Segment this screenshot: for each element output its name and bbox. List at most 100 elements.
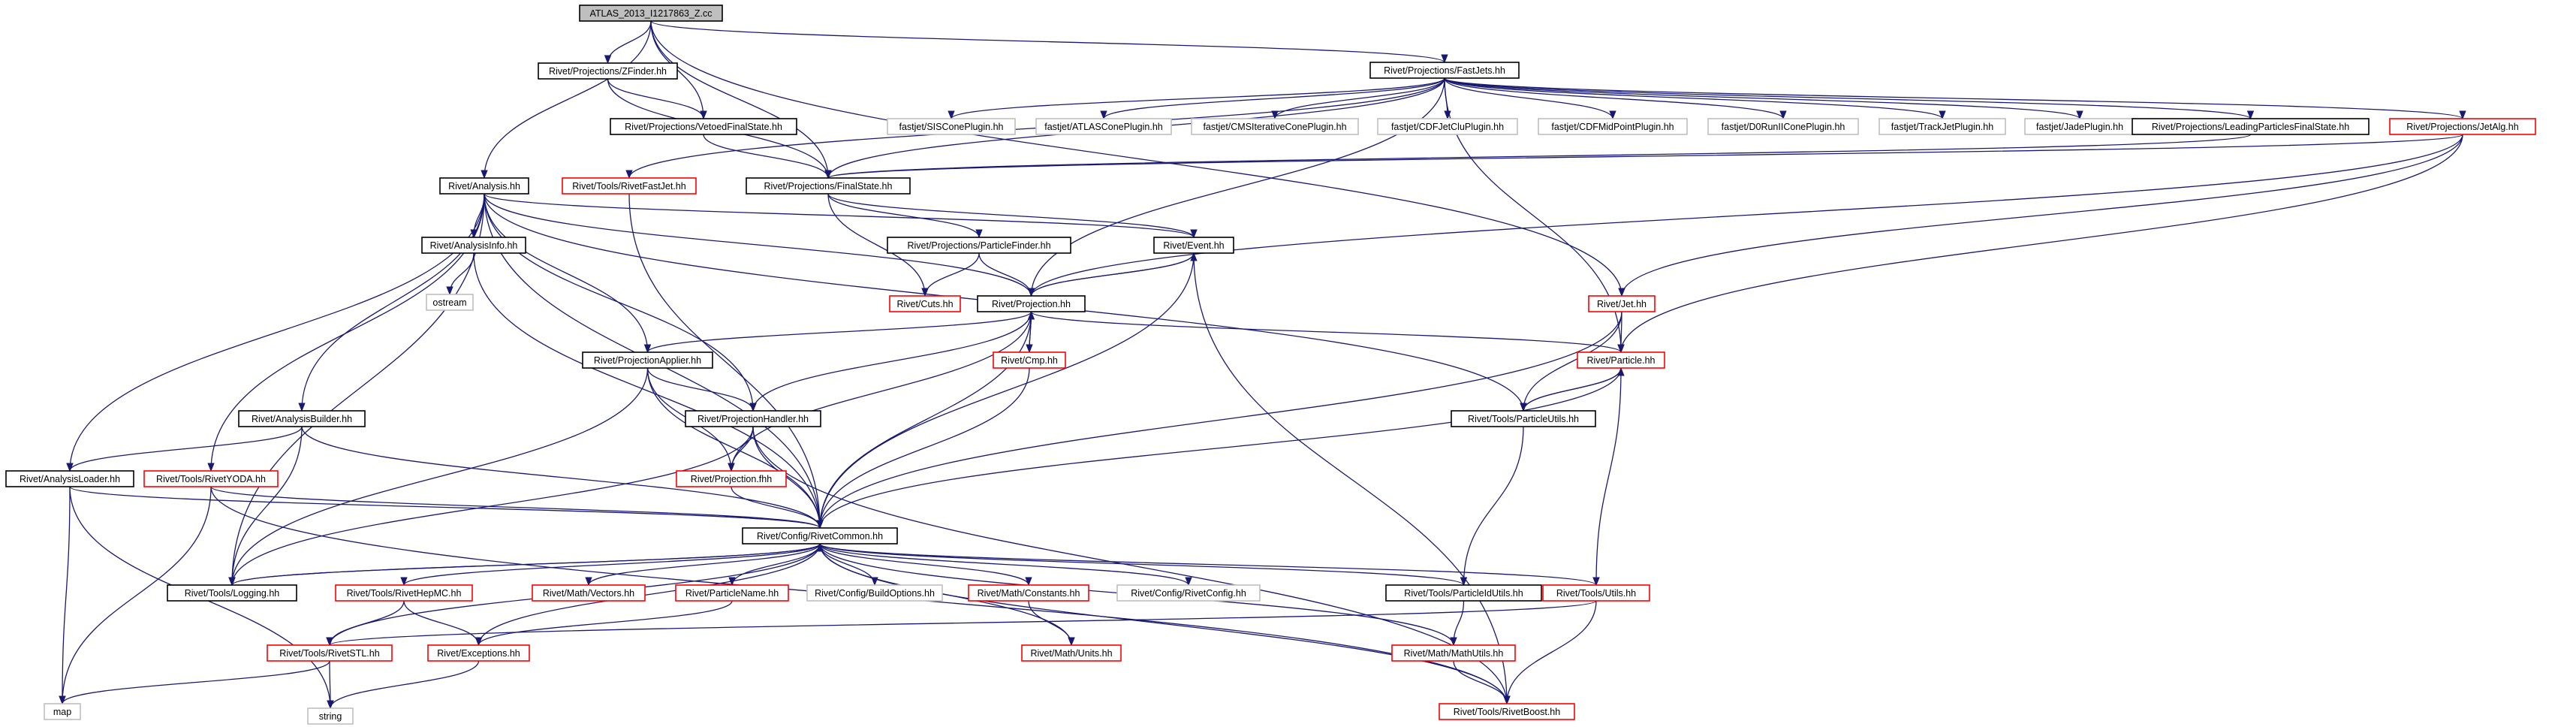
edge-leadingfs-to-finalstate xyxy=(825,134,2252,179)
node-leadingfs[interactable]: Rivet/Projections/LeadingParticlesFinalS… xyxy=(2132,118,2370,135)
node-fastjets[interactable]: Rivet/Projections/FastJets.hh xyxy=(1369,62,1520,79)
node-rivetconfig[interactable]: Rivet/Config/RivetConfig.hh xyxy=(1116,584,1261,602)
node-label: fastjet/D0RunIIConePlugin.hh xyxy=(1722,122,1845,132)
node-ostream[interactable]: ostream xyxy=(426,294,474,311)
node-constants[interactable]: Rivet/Math/Constants.hh xyxy=(968,584,1089,602)
edge-projection-to-particle xyxy=(1030,311,1625,354)
node-rivetfastjet[interactable]: Rivet/Tools/RivetFastJet.hh xyxy=(562,177,697,195)
edge-projection-to-projectionfhh xyxy=(728,311,1032,472)
edge-rivetcommon-to-rivetboost xyxy=(819,543,1511,705)
node-map[interactable]: map xyxy=(44,703,81,720)
node-particlefinder[interactable]: Rivet/Projections/ParticleFinder.hh xyxy=(887,237,1071,254)
node-vectors[interactable]: Rivet/Math/Vectors.hh xyxy=(532,584,646,602)
edge-particlename-to-exceptions xyxy=(475,600,733,647)
node-label: Rivet/Tools/ParticleIdUtils.hh xyxy=(1404,588,1523,599)
node-projapplier[interactable]: Rivet/ProjectionApplier.hh xyxy=(582,351,713,369)
edge-rivetcommon-to-toolsutils xyxy=(819,543,1600,587)
node-siscone[interactable]: fastjet/SISConePlugin.hh xyxy=(887,118,1016,135)
node-label: Rivet/AnalysisBuilder.hh xyxy=(252,414,352,424)
edge-particle-to-rivetcommon xyxy=(816,367,1622,529)
edge-projection-to-rivetcommon xyxy=(816,311,1032,529)
edge-toolsutils-to-rivetboost xyxy=(1503,600,1597,705)
edge-root-to-analysis xyxy=(481,20,652,179)
node-layer: ATLAS_2013_I1217863_Z.ccRivet/Projection… xyxy=(5,5,2536,725)
node-cmp[interactable]: Rivet/Cmp.hh xyxy=(993,351,1066,369)
node-label: Rivet/Tools/RivetFastJet.hh xyxy=(572,181,685,192)
node-analysis[interactable]: Rivet/Analysis.hh xyxy=(439,177,529,195)
edge-event-to-rivetcommon xyxy=(816,252,1195,529)
edge-jet-to-particleutils xyxy=(1520,311,1622,412)
edge-fastjets-to-atlascone xyxy=(1100,77,1445,120)
edge-rivetcommon-to-exceptions xyxy=(475,543,821,647)
node-exceptions[interactable]: Rivet/Exceptions.hh xyxy=(427,644,530,662)
node-label: Rivet/Projections/FinalState.hh xyxy=(764,181,893,192)
node-label: Rivet/Tools/Utils.hh xyxy=(1556,588,1636,599)
edge-root-to-finalstate xyxy=(650,20,832,179)
edge-jetalg-to-finalstate xyxy=(825,134,2463,179)
node-string[interactable]: string xyxy=(307,707,354,725)
node-logging[interactable]: Rivet/Tools/Logging.hh xyxy=(167,584,297,602)
node-box xyxy=(887,118,1016,135)
node-box xyxy=(887,237,1071,254)
node-jade[interactable]: fastjet/JadePlugin.hh xyxy=(2024,118,2135,135)
edge-analysisinfo-to-rivetcommon xyxy=(473,252,824,529)
node-finalstate[interactable]: Rivet/Projections/FinalState.hh xyxy=(746,177,911,195)
node-label: fastjet/TrackJetPlugin.hh xyxy=(1891,122,1993,132)
node-particle[interactable]: Rivet/Particle.hh xyxy=(1577,351,1665,369)
edge-logging-to-rivetcommon xyxy=(231,542,824,586)
node-particleutils[interactable]: Rivet/Tools/ParticleUtils.hh xyxy=(1451,410,1596,427)
node-label: Rivet/Jet.hh xyxy=(1597,299,1647,309)
node-box xyxy=(610,118,797,135)
edge-particleutils-to-particleidutils xyxy=(1460,426,1524,587)
node-box xyxy=(582,351,713,369)
node-projectionfhh[interactable]: Rivet/Projection.fhh xyxy=(676,470,787,487)
node-jetalg[interactable]: Rivet/Projections/JetAlg.hh xyxy=(2389,118,2536,135)
node-toolsutils[interactable]: Rivet/Tools/Utils.hh xyxy=(1542,584,1650,602)
edge-fastjets-to-siscone xyxy=(948,77,1445,120)
node-box xyxy=(335,584,473,602)
edge-analysis-to-event xyxy=(484,193,1198,239)
node-label: Rivet/Math/Constants.hh xyxy=(978,588,1080,599)
node-vetoedfs[interactable]: Rivet/Projections/VetoedFinalState.hh xyxy=(610,118,797,135)
node-label: Rivet/Projections/JetAlg.hh xyxy=(2406,122,2518,132)
node-trackjet[interactable]: fastjet/TrackJetPlugin.hh xyxy=(1879,118,2006,135)
edge-finalstate-to-event xyxy=(827,193,1198,239)
edge-jetalg-to-projection xyxy=(1028,134,2463,297)
node-atlascone[interactable]: fastjet/ATLASConePlugin.hh xyxy=(1035,118,1172,135)
node-label: Rivet/Projections/VetoedFinalState.hh xyxy=(625,122,782,132)
node-analysisinfo[interactable]: Rivet/AnalysisInfo.hh xyxy=(421,237,526,254)
node-rivetyoda[interactable]: Rivet/Tools/RivetYODA.hh xyxy=(143,470,279,487)
node-cuts[interactable]: Rivet/Cuts.hh xyxy=(889,295,961,312)
node-rivetstl[interactable]: Rivet/Tools/RivetSTL.hh xyxy=(267,644,393,662)
node-label: fastjet/CDFMidPointPlugin.hh xyxy=(1551,122,1674,132)
node-units[interactable]: Rivet/Math/Units.hh xyxy=(1021,644,1122,662)
node-mathutils[interactable]: Rivet/Math/MathUtils.hh xyxy=(1391,644,1516,662)
node-buildoptions[interactable]: Rivet/Config/BuildOptions.hh xyxy=(806,584,943,602)
node-d0run[interactable]: fastjet/D0RunIIConePlugin.hh xyxy=(1707,118,1859,135)
node-cdfjetclu[interactable]: fastjet/CDFJetCluPlugin.hh xyxy=(1377,118,1518,135)
node-analysisbuilder[interactable]: Rivet/AnalysisBuilder.hh xyxy=(238,410,366,427)
edge-analysisbuilder-to-analysisloader xyxy=(66,426,303,472)
node-particlename[interactable]: Rivet/ParticleName.hh xyxy=(675,584,789,602)
node-zfinder[interactable]: Rivet/Projections/ZFinder.hh xyxy=(538,62,678,80)
edge-fastjets-to-jade xyxy=(1444,77,2083,120)
node-box xyxy=(977,295,1086,312)
node-rivetboost[interactable]: Rivet/Tools/RivetBoost.hh xyxy=(1439,703,1575,720)
node-box xyxy=(1377,118,1518,135)
node-cdfmidpoint[interactable]: fastjet/CDFMidPointPlugin.hh xyxy=(1538,118,1688,135)
edge-rivetcommon-to-vectors xyxy=(585,543,821,587)
node-rivetcommon[interactable]: Rivet/Config/RivetCommon.hh xyxy=(742,527,898,544)
node-event[interactable]: Rivet/Event.hh xyxy=(1153,237,1234,254)
node-particleidutils[interactable]: Rivet/Tools/ParticleIdUtils.hh xyxy=(1385,584,1542,602)
node-jet[interactable]: Rivet/Jet.hh xyxy=(1588,295,1656,312)
node-rivethepmc[interactable]: Rivet/Tools/RivetHepMC.hh xyxy=(335,584,473,602)
node-projection[interactable]: Rivet/Projection.hh xyxy=(977,295,1086,312)
node-projhandler[interactable]: Rivet/ProjectionHandler.hh xyxy=(685,410,821,427)
edge-particleidutils-to-mathutils xyxy=(1450,600,1465,647)
node-box xyxy=(421,237,526,254)
node-analysisloader[interactable]: Rivet/AnalysisLoader.hh xyxy=(5,470,134,487)
edge-analysis-to-logging xyxy=(228,193,485,587)
node-box xyxy=(1385,584,1542,602)
node-cmsiter[interactable]: fastjet/CMSIterativeConePlugin.hh xyxy=(1191,118,1359,135)
node-root[interactable]: ATLAS_2013_I1217863_Z.cc xyxy=(579,5,723,22)
